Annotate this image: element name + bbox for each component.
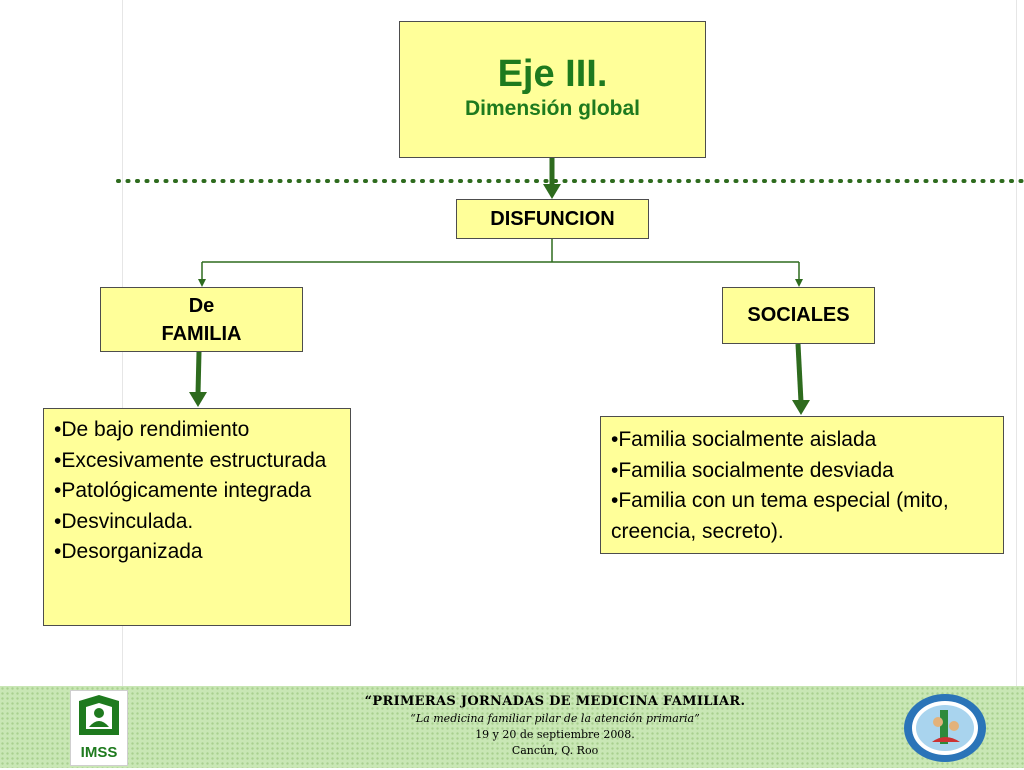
arrow-familia-to-list — [195, 351, 202, 395]
disfuncion-label: DISFUNCION — [490, 207, 615, 230]
medical-seal-icon — [902, 692, 988, 764]
familia-box: De FAMILIA — [100, 287, 303, 352]
footer-slogan: “La medicina familiar pilar de la atenci… — [410, 712, 700, 725]
title-main: Eje III. — [497, 53, 608, 95]
margin-line-right — [1016, 0, 1017, 690]
arrowhead-left-small — [198, 279, 206, 287]
arrowhead-familia-list — [189, 392, 207, 407]
svg-text:IMSS: IMSS — [81, 744, 118, 761]
connector-lines — [116, 158, 1024, 415]
disfuncion-box: DISFUNCION — [456, 199, 649, 239]
list-item: •Desorganizada — [54, 540, 203, 563]
footer-location: Cancún, Q. Roo — [511, 744, 599, 757]
list-item: •Familia con un tema especial (mito, cre… — [611, 489, 955, 543]
arrowhead-sociales-list — [792, 400, 810, 415]
title-box: Eje III. Dimensión global — [399, 21, 706, 158]
arrowhead-disfuncion — [543, 184, 561, 199]
sociales-list-box: •Familia socialmente aislada •Familia so… — [600, 416, 1004, 554]
sociales-label: SOCIALES — [747, 304, 850, 326]
arrowhead-right-small — [795, 279, 803, 287]
arrow-sociales-to-list — [795, 343, 804, 403]
list-item: •Patológicamente integrada — [54, 479, 312, 502]
familia-label-line2: FAMILIA — [161, 322, 242, 345]
familia-list-box: •De bajo rendimiento •Excesivamente estr… — [43, 408, 351, 626]
list-item: •De bajo rendimiento — [54, 418, 250, 441]
footer-dates: 19 y 20 de septiembre 2008. — [475, 728, 635, 741]
list-item: •Desvinculada. — [54, 509, 194, 533]
footer-event-title: “PRIMERAS JORNADAS DE MEDICINA FAMILIAR. — [364, 694, 746, 709]
imss-logo-icon: IMSS — [70, 690, 128, 766]
title-subtitle: Dimensión global — [464, 97, 640, 120]
list-item: •Familia socialmente desviada — [611, 458, 894, 482]
footer-banner: “PRIMERAS JORNADAS DE MEDICINA FAMILIAR.… — [0, 686, 1024, 768]
sociales-box: SOCIALES — [722, 287, 875, 344]
footer-text: “PRIMERAS JORNADAS DE MEDICINA FAMILIAR.… — [290, 686, 820, 757]
list-item: •Familia socialmente aislada — [611, 428, 877, 451]
list-item: •Excesivamente estructurada — [54, 448, 327, 472]
familia-label-line1: De — [188, 294, 215, 317]
